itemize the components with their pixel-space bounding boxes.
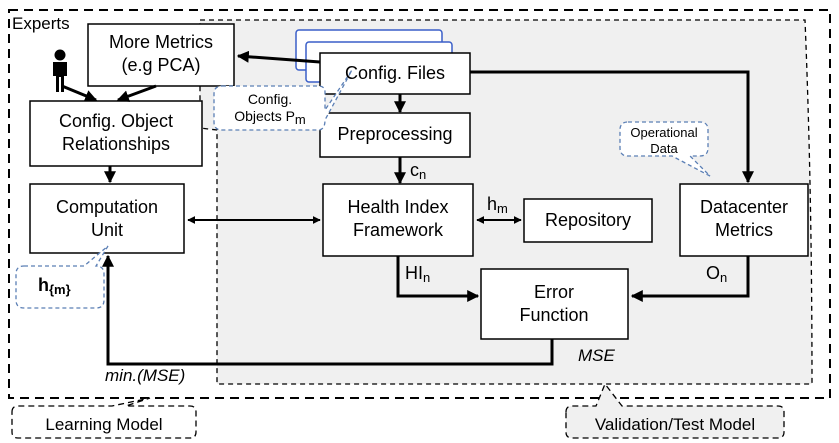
learning-model-tab [11,397,197,439]
learning-region [8,9,831,399]
h-m-callout [15,245,109,309]
h-callout-subscript: {m} [49,282,71,297]
config-objects-text: Objects P [234,108,295,124]
computation-line1: Computation [55,197,159,217]
o-n-text: O [706,263,721,283]
config-files-label: Config. Files [344,63,446,83]
more-metrics-line1: More Metrics [108,32,214,52]
config-objects-label: Config. Objects Pm [234,91,306,128]
health-index-box [322,183,474,257]
computation-line2: Unit [90,220,123,240]
config-objects-line2: Objects Pm [234,108,306,128]
datacenter-label: Datacenter Metrics [700,196,788,242]
error-line1: Error [533,282,574,302]
more-metrics-label: More Metrics (e.g PCA) [109,31,213,77]
h-m-label: hm [487,193,508,220]
c-n-text: c [410,160,419,180]
config-objects-callout [213,69,353,131]
validation-region [199,19,813,385]
hi-n-text: HI [405,263,423,283]
o-n-label: On [706,262,727,289]
preprocessing-box [319,112,471,158]
error-line2: Function [519,305,589,325]
h-m-text: h [487,194,498,214]
config-relationships-label: Config. Object Relationships [59,110,173,156]
error-function-label: Error Function [519,281,588,327]
config-objects-subscript: m [294,112,306,127]
more-metrics-line2: (e.g PCA) [121,55,201,75]
config-objects-line1: Config. [247,91,293,107]
hi-n-subscript: n [423,270,431,285]
config-relationships-box [29,100,203,167]
hi-n-label: HIn [405,262,430,289]
hif-line1: Health Index [347,197,449,217]
preprocessing-label: Preprocessing [337,124,453,144]
config-rel-line1: Config. Object [58,111,174,131]
min-mse-label: min.(MSE) [105,366,186,385]
arrows [61,50,754,366]
h-m-subscript: m [497,201,508,216]
config-rel-line2: Relationships [61,134,171,154]
h-callout-text: h [38,275,49,295]
repository-box [523,198,653,243]
config-files-box [319,52,471,95]
o-n-subscript: n [720,270,728,285]
more-metrics-box [87,23,235,87]
operational-data-label: Operational Data [630,125,697,157]
person-icon [53,49,67,92]
h-callout-label: h{m} [38,274,71,301]
datacenter-line2: Metrics [715,220,773,240]
operational-line2: Data [650,141,678,156]
experts-label: Experts [12,14,70,33]
datacenter-line1: Datacenter [699,197,789,217]
repository-label: Repository [544,210,632,230]
mse-label: MSE [578,346,615,365]
datacenter-box [679,183,809,257]
learning-model-label: Learning Model [45,415,163,434]
validation-model-tab [565,382,785,439]
computation-unit-label: Computation Unit [56,196,158,242]
hif-line2: Framework [352,220,444,240]
operational-data-callout [619,121,711,177]
error-function-box [480,268,629,340]
c-n-subscript: n [419,167,427,182]
computation-unit-box [29,183,185,254]
validation-model-label: Validation/Test Model [594,415,756,434]
health-index-label: Health Index Framework [347,196,448,242]
operational-line1: Operational [630,125,698,140]
c-n-label: cn [410,159,426,186]
